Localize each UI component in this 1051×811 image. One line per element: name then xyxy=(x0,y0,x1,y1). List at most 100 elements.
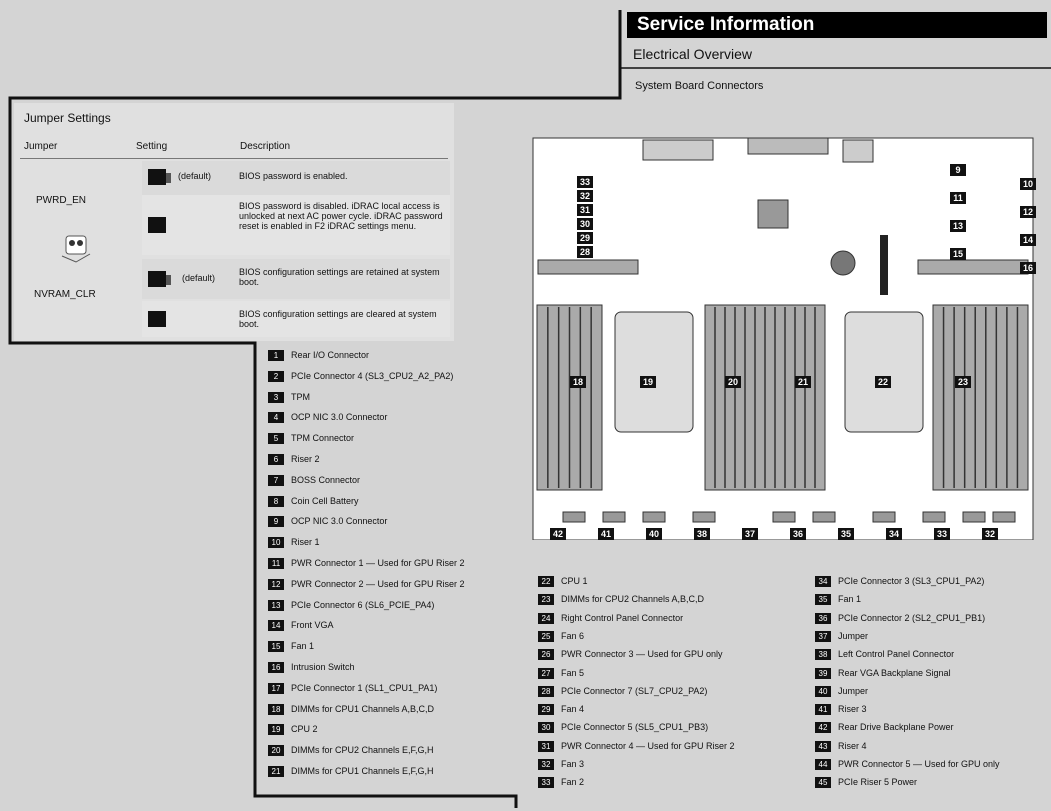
table-row xyxy=(142,301,450,337)
legend-number: 1 xyxy=(268,350,284,361)
legend-label: Fan 1 xyxy=(291,641,315,652)
fan-connector xyxy=(872,511,896,523)
legend-label: PWR Connector 5 — Used for GPU only xyxy=(838,759,1000,769)
svg-text:34: 34 xyxy=(889,529,899,539)
callout-left: 29 xyxy=(577,232,593,244)
legend-number: 39 xyxy=(815,667,831,679)
svg-text:29: 29 xyxy=(580,233,590,243)
legend-label: TPM xyxy=(291,391,310,402)
svg-text:15: 15 xyxy=(953,249,963,259)
svg-text:20: 20 xyxy=(728,377,738,387)
svg-text:11: 11 xyxy=(953,193,963,203)
callout-right: 11 xyxy=(950,192,966,204)
callout-right: 9 xyxy=(950,164,966,176)
legend-number: 14 xyxy=(268,620,284,632)
legend-item: 13 PCIe Connector 6 (SL6_PCIE_PA4) xyxy=(268,599,435,611)
svg-text:22: 22 xyxy=(878,377,888,387)
pcie-slot-right xyxy=(917,259,1029,275)
cpu-2-socket xyxy=(844,311,924,433)
legend-label: BOSS Connector xyxy=(291,474,361,485)
svg-text:33: 33 xyxy=(580,177,590,187)
legend-label: DIMMs for CPU2 Channels E,F,G,H xyxy=(291,745,434,756)
callout-right: 12 xyxy=(1020,206,1036,218)
callout-bottom: 35 xyxy=(838,528,854,540)
callout-right: 14 xyxy=(1020,234,1036,246)
legend-number: 30 xyxy=(538,722,554,734)
chipset xyxy=(757,199,789,229)
col-header-jumper: Jumper xyxy=(24,141,58,152)
legend-label: PCIe Connector 1 (SL1_CPU1_PA1) xyxy=(291,682,438,693)
jumper-pins-icon xyxy=(148,311,166,327)
svg-text:32: 32 xyxy=(580,191,590,201)
legend-number: 13 xyxy=(268,599,284,611)
legend-number: 27 xyxy=(538,667,554,679)
callout-mid: 20 xyxy=(725,376,741,388)
legend-label: Left Control Panel Connector xyxy=(838,649,955,660)
fan-connector xyxy=(602,511,626,523)
callout-bottom: 37 xyxy=(742,528,758,540)
legend-label: PCIe Connector 6 (SL6_PCIE_PA4) xyxy=(291,599,435,610)
svg-text:16: 16 xyxy=(1023,263,1033,273)
svg-text:14: 14 xyxy=(1023,235,1033,245)
legend-label: Fan 6 xyxy=(561,630,585,641)
dimm-slot-lines xyxy=(547,307,1019,488)
legend-label: Rear Drive Backplane Power xyxy=(838,722,954,733)
legend-number: 19 xyxy=(268,724,284,736)
jumper-settings-table: Jumper Settings Jumper Setting Descripti… xyxy=(14,103,454,341)
riser-connector xyxy=(880,235,888,295)
legend-number: 29 xyxy=(538,704,554,716)
legend-number: 41 xyxy=(815,704,831,716)
legend-number: 23 xyxy=(538,594,554,606)
legend-number: 38 xyxy=(815,649,831,661)
row-description: BIOS configuration settings are cleared … xyxy=(239,309,437,329)
svg-text:42: 42 xyxy=(553,529,563,539)
callout-left: 30 xyxy=(577,218,593,230)
legend-label: Right Control Panel Connector xyxy=(561,612,684,623)
legend-number: 34 xyxy=(815,576,831,587)
legend-label: DIMMs for CPU1 Channels A,B,C,D xyxy=(291,703,435,714)
svg-text:36: 36 xyxy=(793,529,803,539)
legend-label: PWR Connector 4 — Used for GPU Riser 2 xyxy=(561,740,735,751)
callout-left: 31 xyxy=(577,204,593,216)
legend-number: 21 xyxy=(268,766,284,777)
pcie-slot-top xyxy=(747,137,829,155)
jumper-icon xyxy=(61,235,91,263)
ocp-connector xyxy=(842,139,874,163)
section-subtitle: Electrical Overview xyxy=(633,46,753,62)
callout-left: 32 xyxy=(577,190,593,202)
callout-bottom: 38 xyxy=(694,528,710,540)
svg-text:18: 18 xyxy=(573,377,583,387)
legend-label: Front VGA xyxy=(291,620,334,631)
callout-mid: 18 xyxy=(570,376,586,388)
legend-number: 12 xyxy=(268,578,284,590)
callout-right: 13 xyxy=(950,220,966,232)
legend-number: 20 xyxy=(268,745,284,757)
legend-label: Rear VGA Backplane Signal xyxy=(838,667,951,678)
svg-text:30: 30 xyxy=(580,219,590,229)
board-callouts: 1234567833323130292891011121314151618192… xyxy=(550,164,1036,540)
jumper-pins-icon xyxy=(148,217,166,233)
legend-number: 11 xyxy=(268,558,284,569)
svg-text:13: 13 xyxy=(953,221,963,231)
legend-number: 31 xyxy=(538,740,554,752)
